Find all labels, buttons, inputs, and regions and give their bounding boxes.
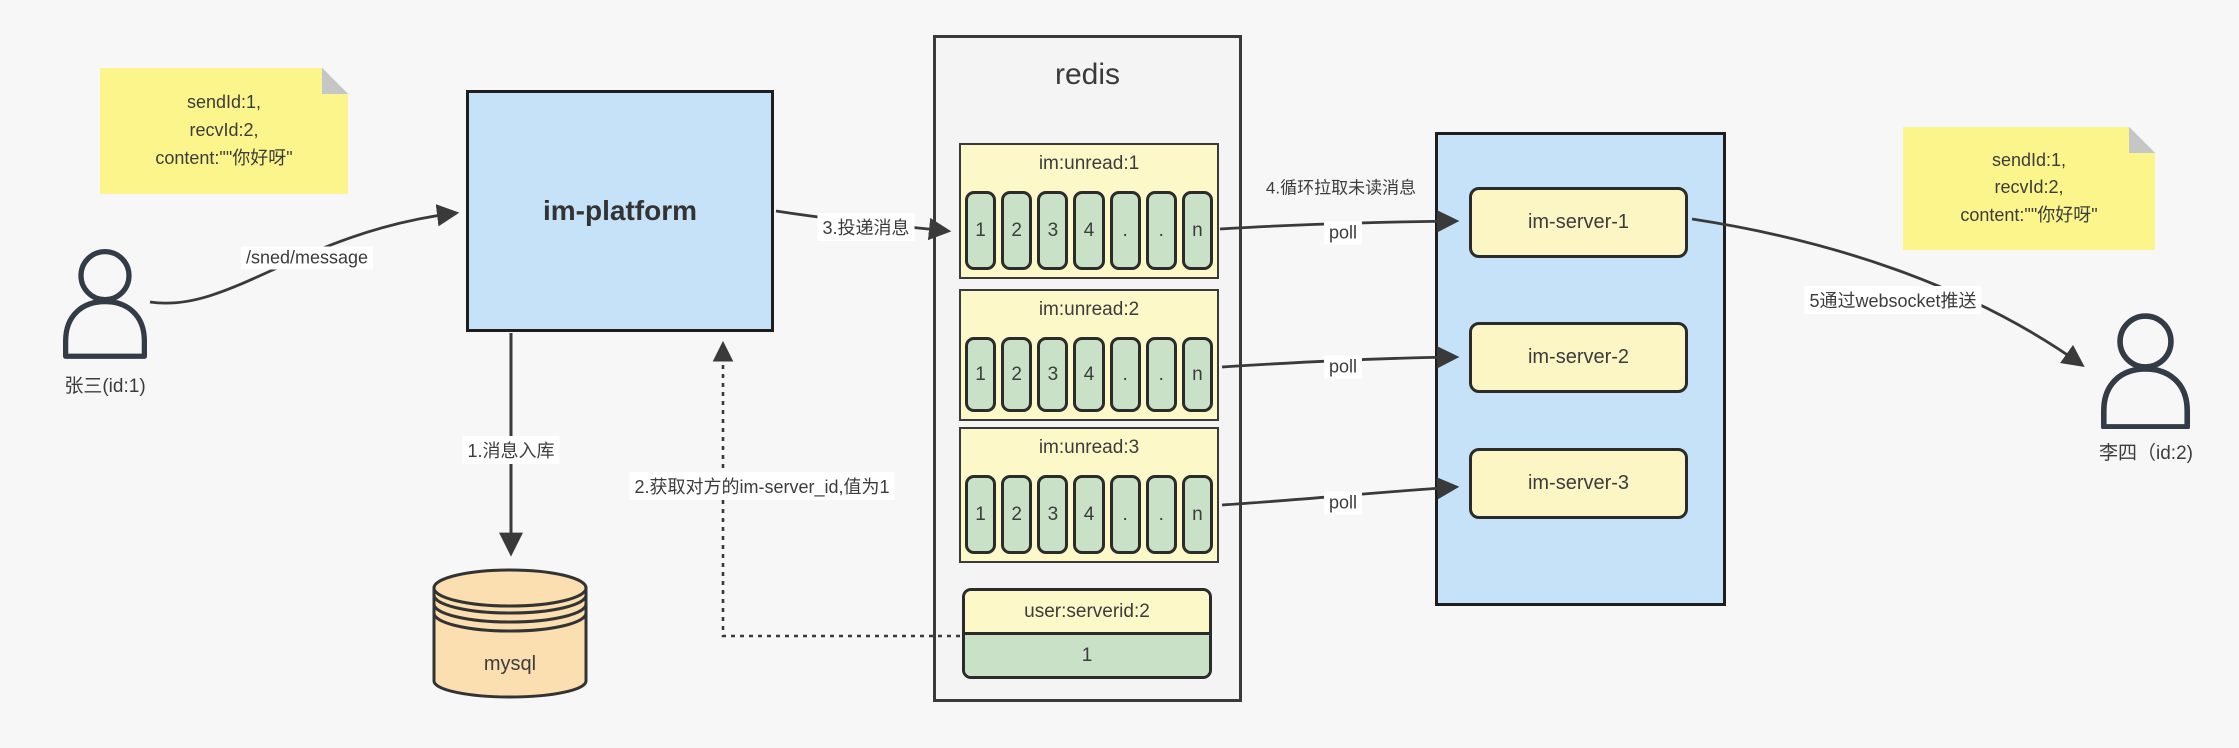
list-cell: . (1109, 475, 1141, 554)
im-platform-node: im-platform (466, 90, 774, 332)
edge-label-poll-3: poll (1323, 491, 1363, 515)
im-server-2-node: im-server-2 (1469, 322, 1688, 393)
redis-list-title: im:unread:1 (1038, 153, 1140, 174)
note-text: sendId:1, recvId:2, content:""你好呀" (100, 89, 348, 173)
note-text: sendId:1, recvId:2, content:""你好呀" (1903, 147, 2155, 231)
edge-label-poll-1: poll (1323, 221, 1363, 245)
list-cell: 3 (1037, 191, 1069, 270)
list-cell: . (1145, 475, 1177, 554)
user-icon (2100, 313, 2191, 429)
redis-list-cells: 1 2 3 4 . . n (965, 475, 1213, 554)
list-cell: n (1181, 191, 1213, 270)
redis-title: redis (1054, 58, 1121, 91)
user-icon (63, 249, 147, 359)
sticky-note-left: sendId:1, recvId:2, content:""你好呀" (100, 68, 348, 194)
list-cell: . (1109, 337, 1141, 412)
list-cell: 4 (1073, 337, 1105, 412)
edge-label-poll-2: poll (1323, 355, 1363, 379)
list-cell: 3 (1037, 337, 1069, 412)
redis-list-unread-3: im:unread:3 1 2 3 4 . . n (959, 427, 1219, 563)
im-server-1-node: im-server-1 (1469, 187, 1688, 258)
redis-list-unread-2: im:unread:2 1 2 3 4 . . n (959, 289, 1219, 421)
list-cell: . (1109, 191, 1141, 270)
list-cell: . (1145, 337, 1177, 412)
redis-list-title: im:unread:3 (1038, 437, 1140, 458)
list-cell: 2 (1001, 191, 1033, 270)
list-cell: n (1181, 475, 1213, 554)
im-server-cluster: im-server-1 im-server-2 im-server-3 (1435, 132, 1726, 606)
list-cell: 1 (965, 191, 997, 270)
redis-kv-user-serverid: user:serverid:2 1 (962, 588, 1212, 679)
list-cell: 1 (965, 475, 997, 554)
list-cell: 3 (1037, 475, 1069, 554)
note-line: content:""你好呀" (1960, 205, 2098, 226)
redis-list-title: im:unread:2 (1038, 299, 1140, 320)
note-line: sendId:1, (1991, 149, 2067, 170)
edge-label-step5: 5通过websocket推送 (1804, 286, 1982, 314)
list-cell: 2 (1001, 337, 1033, 412)
list-cell: 4 (1073, 191, 1105, 270)
edge-label-step2: 2.获取对方的im-server_id,值为1 (629, 472, 895, 500)
note-fold-corner-icon (322, 68, 348, 94)
sticky-note-right: sendId:1, recvId:2, content:""你好呀" (1903, 127, 2155, 250)
edge-label-step4: 4.循环拉取未读消息 (1253, 176, 1429, 202)
mysql-label: mysql (484, 653, 536, 675)
edge-label-send: /sned/message (240, 246, 374, 270)
note-line: recvId:2, (1994, 177, 2064, 198)
redis-container: redis im:unread:1 1 2 3 4 . . n im:unrea… (933, 35, 1242, 702)
note-line: content:""你好呀" (155, 147, 293, 168)
note-fold-corner-icon (2129, 127, 2155, 153)
kv-value: 1 (965, 635, 1209, 676)
redis-list-cells: 1 2 3 4 . . n (965, 337, 1213, 412)
im-server-3-node: im-server-3 (1469, 448, 1688, 519)
receiver-label: 李四（id:2) (2099, 443, 2193, 464)
im-platform-label: im-platform (543, 195, 697, 226)
list-cell: n (1181, 337, 1213, 412)
list-cell: 2 (1001, 475, 1033, 554)
note-line: recvId:2, (189, 120, 259, 141)
note-line: sendId:1, (186, 92, 262, 113)
edge-label-step1: 1.消息入库 (462, 436, 560, 464)
list-cell: . (1145, 191, 1177, 270)
list-cell: 4 (1073, 475, 1105, 554)
sender-label: 张三(id:1) (64, 376, 146, 397)
redis-list-unread-1: im:unread:1 1 2 3 4 . . n (959, 143, 1219, 279)
edge-label-step3: 3.投递消息 (817, 213, 915, 241)
list-cell: 1 (965, 337, 997, 412)
kv-title: user:serverid:2 (965, 591, 1209, 635)
database-icon: mysql (432, 568, 588, 699)
redis-list-cells: 1 2 3 4 . . n (965, 191, 1213, 270)
